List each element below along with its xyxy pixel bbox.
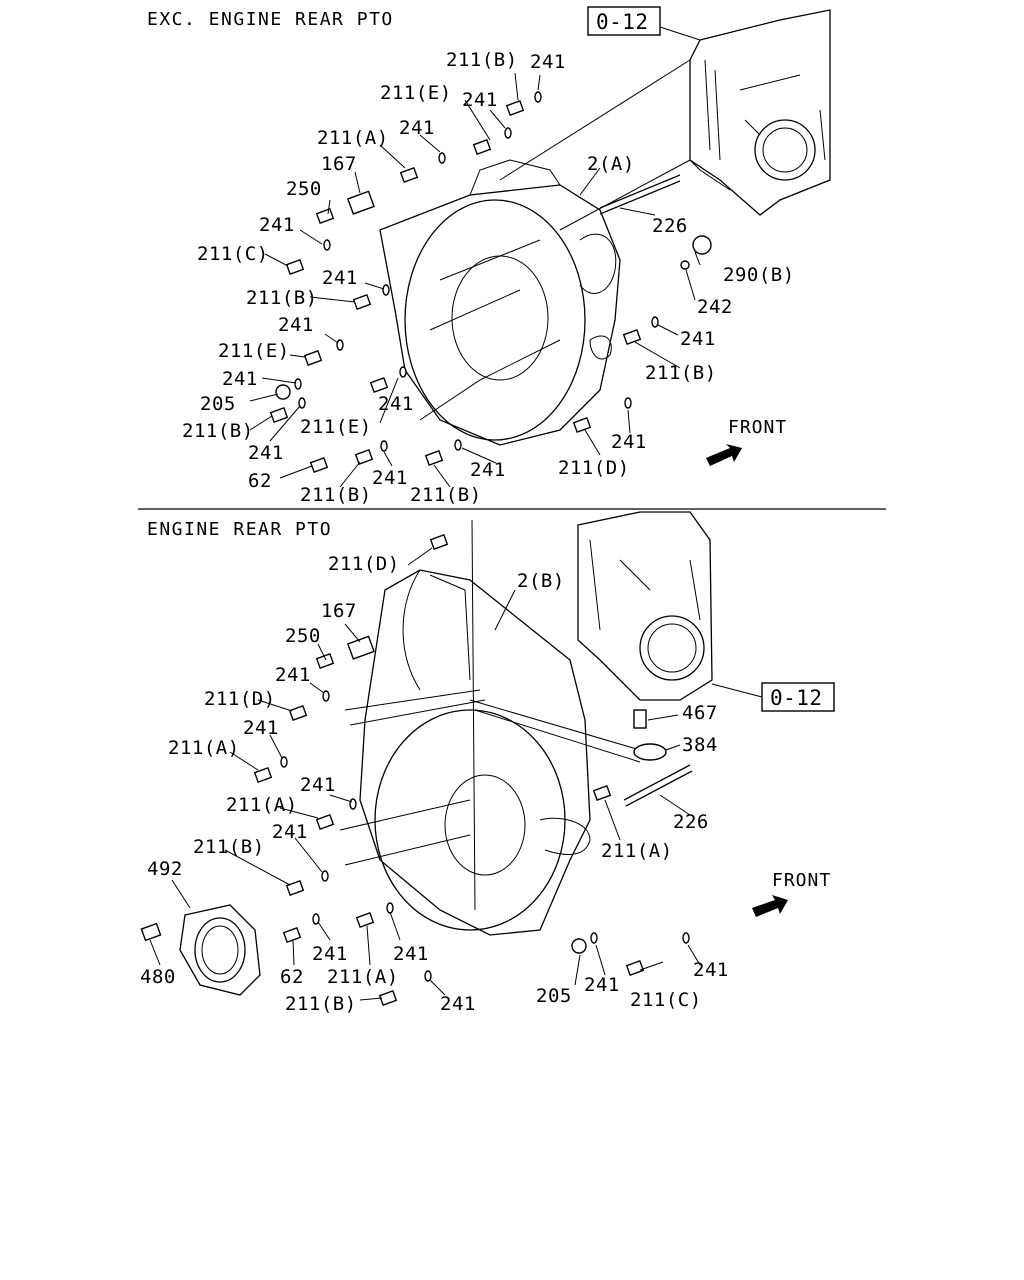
callout-label: 211(C)	[197, 243, 269, 265]
callouts-top: 211(B) 241 211(E) 241 211(A) 241 167 250…	[182, 49, 795, 506]
callout-label: 241	[470, 459, 506, 481]
section-title: EXC. ENGINE REAR PTO	[147, 9, 394, 30]
callout-label: 211(D)	[328, 553, 400, 575]
reference-box: 0-12	[587, 6, 701, 41]
front-arrow-icon	[706, 444, 742, 466]
callout-label: 211(B)	[182, 420, 254, 442]
callout-label: 241	[393, 943, 429, 965]
callout-label: 241	[322, 267, 358, 289]
front-direction: FRONT	[752, 870, 831, 917]
callout-label: 211(E)	[300, 416, 372, 438]
callout-label: 211(B)	[300, 484, 372, 506]
section-title: ENGINE REAR PTO	[147, 519, 332, 540]
callout-label: 211(B)	[645, 362, 717, 384]
reference-box: 0-12	[711, 682, 835, 712]
callout-label: 480	[140, 966, 176, 988]
section-engine-rear-pto: ENGINE REAR PTO 0-12	[140, 511, 835, 1015]
section-exc-engine-rear-pto: EXC. ENGINE REAR PTO 0-12	[147, 6, 831, 506]
callout-label: 211(C)	[630, 989, 702, 1011]
callout-label: 62	[248, 470, 272, 492]
callout-label: 211(E)	[380, 82, 452, 104]
callout-label: 226	[652, 215, 688, 237]
callout-label: 492	[147, 858, 183, 880]
callout-label: 241	[259, 214, 295, 236]
callout-label: 241	[372, 467, 408, 489]
callout-label: 250	[286, 178, 322, 200]
callout-label: 211(E)	[218, 340, 290, 362]
engine-block	[499, 9, 831, 231]
callout-label: 211(B)	[446, 49, 518, 71]
callout-label: 211(B)	[246, 287, 318, 309]
callout-label: 241	[399, 117, 435, 139]
callout-label: 211(A)	[601, 840, 673, 862]
callout-label: 62	[280, 966, 304, 988]
callout-label: 467	[682, 702, 718, 724]
callout-label: 211(D)	[204, 688, 276, 710]
callout-label: 2(A)	[587, 153, 635, 175]
callout-label: 241	[275, 664, 311, 686]
leader-lines-bottom	[149, 519, 701, 1001]
callout-label: 241	[462, 89, 498, 111]
front-label: FRONT	[772, 870, 831, 891]
callout-label: 211(A)	[168, 737, 240, 759]
callout-label: 241	[243, 717, 279, 739]
callout-label: 241	[248, 442, 284, 464]
callout-label: 211(A)	[327, 966, 399, 988]
callout-label: 250	[285, 625, 321, 647]
callout-label: 241	[378, 393, 414, 415]
callout-label: 205	[536, 985, 572, 1007]
flywheel-housing-2a	[379, 159, 621, 446]
flywheel-housing-2b	[339, 569, 641, 936]
callout-label: 241	[440, 993, 476, 1015]
reference-label: 0-12	[596, 10, 649, 34]
callout-label: 211(B)	[285, 993, 357, 1015]
callout-label: 211(A)	[226, 794, 298, 816]
callout-label: 2(B)	[517, 570, 565, 592]
callout-label: 211(B)	[410, 484, 482, 506]
callout-label: 290(B)	[723, 264, 795, 286]
callout-label: 241	[680, 328, 716, 350]
callout-label: 211(A)	[317, 127, 389, 149]
callout-label: 226	[673, 811, 709, 833]
callout-label: 241	[312, 943, 348, 965]
callout-label: 241	[300, 774, 336, 796]
fasteners-top	[269, 91, 712, 473]
callout-label: 384	[682, 734, 718, 756]
callout-label: 242	[697, 296, 733, 318]
reference-label: 0-12	[770, 686, 823, 710]
front-direction: FRONT	[706, 417, 787, 466]
front-arrow-icon	[752, 895, 788, 917]
callout-label: 211(D)	[558, 457, 630, 479]
callout-label: 241	[222, 368, 258, 390]
callout-label: 205	[200, 393, 236, 415]
callout-label: 241	[693, 959, 729, 981]
callout-label: 241	[584, 974, 620, 996]
leader-lines-top	[249, 72, 701, 488]
callouts-bottom: 211(D) 2(B) 167 250 241 211(D) 241 211(A…	[140, 553, 729, 1015]
engine-block	[577, 511, 713, 701]
callout-label: 241	[272, 821, 308, 843]
callout-label: 241	[611, 431, 647, 453]
callout-label: 167	[321, 600, 357, 622]
rear-cover-492	[140, 904, 261, 996]
callout-label: 211(B)	[193, 836, 265, 858]
callout-label: 241	[530, 51, 566, 73]
callout-label: 167	[321, 153, 357, 175]
callout-label: 241	[278, 314, 314, 336]
front-label: FRONT	[728, 417, 787, 438]
